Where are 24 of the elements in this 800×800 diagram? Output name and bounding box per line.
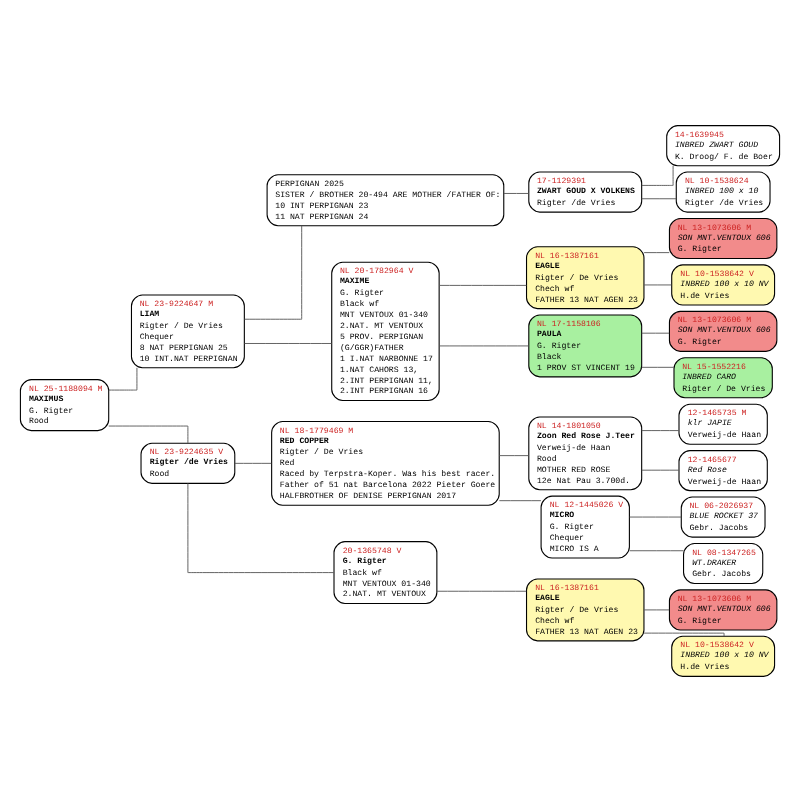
connector [643,283,672,285]
connector [244,342,332,343]
connector [108,366,138,390]
connector [641,197,677,199]
connector [643,251,670,253]
connector [643,631,725,636]
connector [641,365,675,367]
connector [108,424,189,443]
connector [438,283,527,285]
connector [643,608,670,610]
connector [234,461,272,463]
connector [438,344,529,346]
connector [498,499,542,501]
connector [503,192,530,193]
connector [244,224,303,319]
connector [187,481,335,573]
connector [629,515,682,517]
connector [641,429,680,431]
connector [498,454,530,456]
connector [641,468,680,470]
connector [641,164,674,185]
connector [436,589,527,591]
connector [629,549,684,551]
connector [641,331,670,333]
